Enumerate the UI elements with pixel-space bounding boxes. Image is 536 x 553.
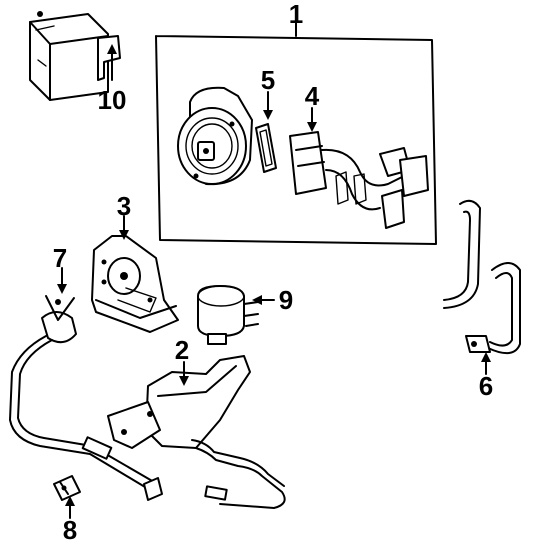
actuator-bracket — [107, 355, 286, 509]
vacuum-hoses — [443, 199, 521, 355]
callout-9: 9 — [278, 285, 294, 315]
callout-10: 10 — [97, 85, 127, 115]
dump-valve-harness — [289, 131, 429, 229]
callout-6: 6 — [478, 371, 494, 401]
callout-5: 5 — [260, 65, 276, 95]
servo-actuator — [177, 86, 253, 186]
assembly-frame — [155, 35, 437, 245]
callout-4: 4 — [304, 81, 320, 111]
gasket — [255, 123, 277, 173]
vacuum-canister — [197, 285, 259, 345]
callout-3: 3 — [116, 191, 132, 221]
leader-lines — [57, 21, 491, 519]
cable-clip — [53, 475, 81, 501]
mounting-bracket — [91, 235, 179, 333]
callout-7: 7 — [52, 243, 68, 273]
callout-2: 2 — [174, 335, 190, 365]
control-module — [29, 11, 121, 101]
throttle-cable — [9, 295, 163, 501]
callout-8: 8 — [62, 515, 78, 545]
callout-1: 1 — [288, 0, 304, 29]
